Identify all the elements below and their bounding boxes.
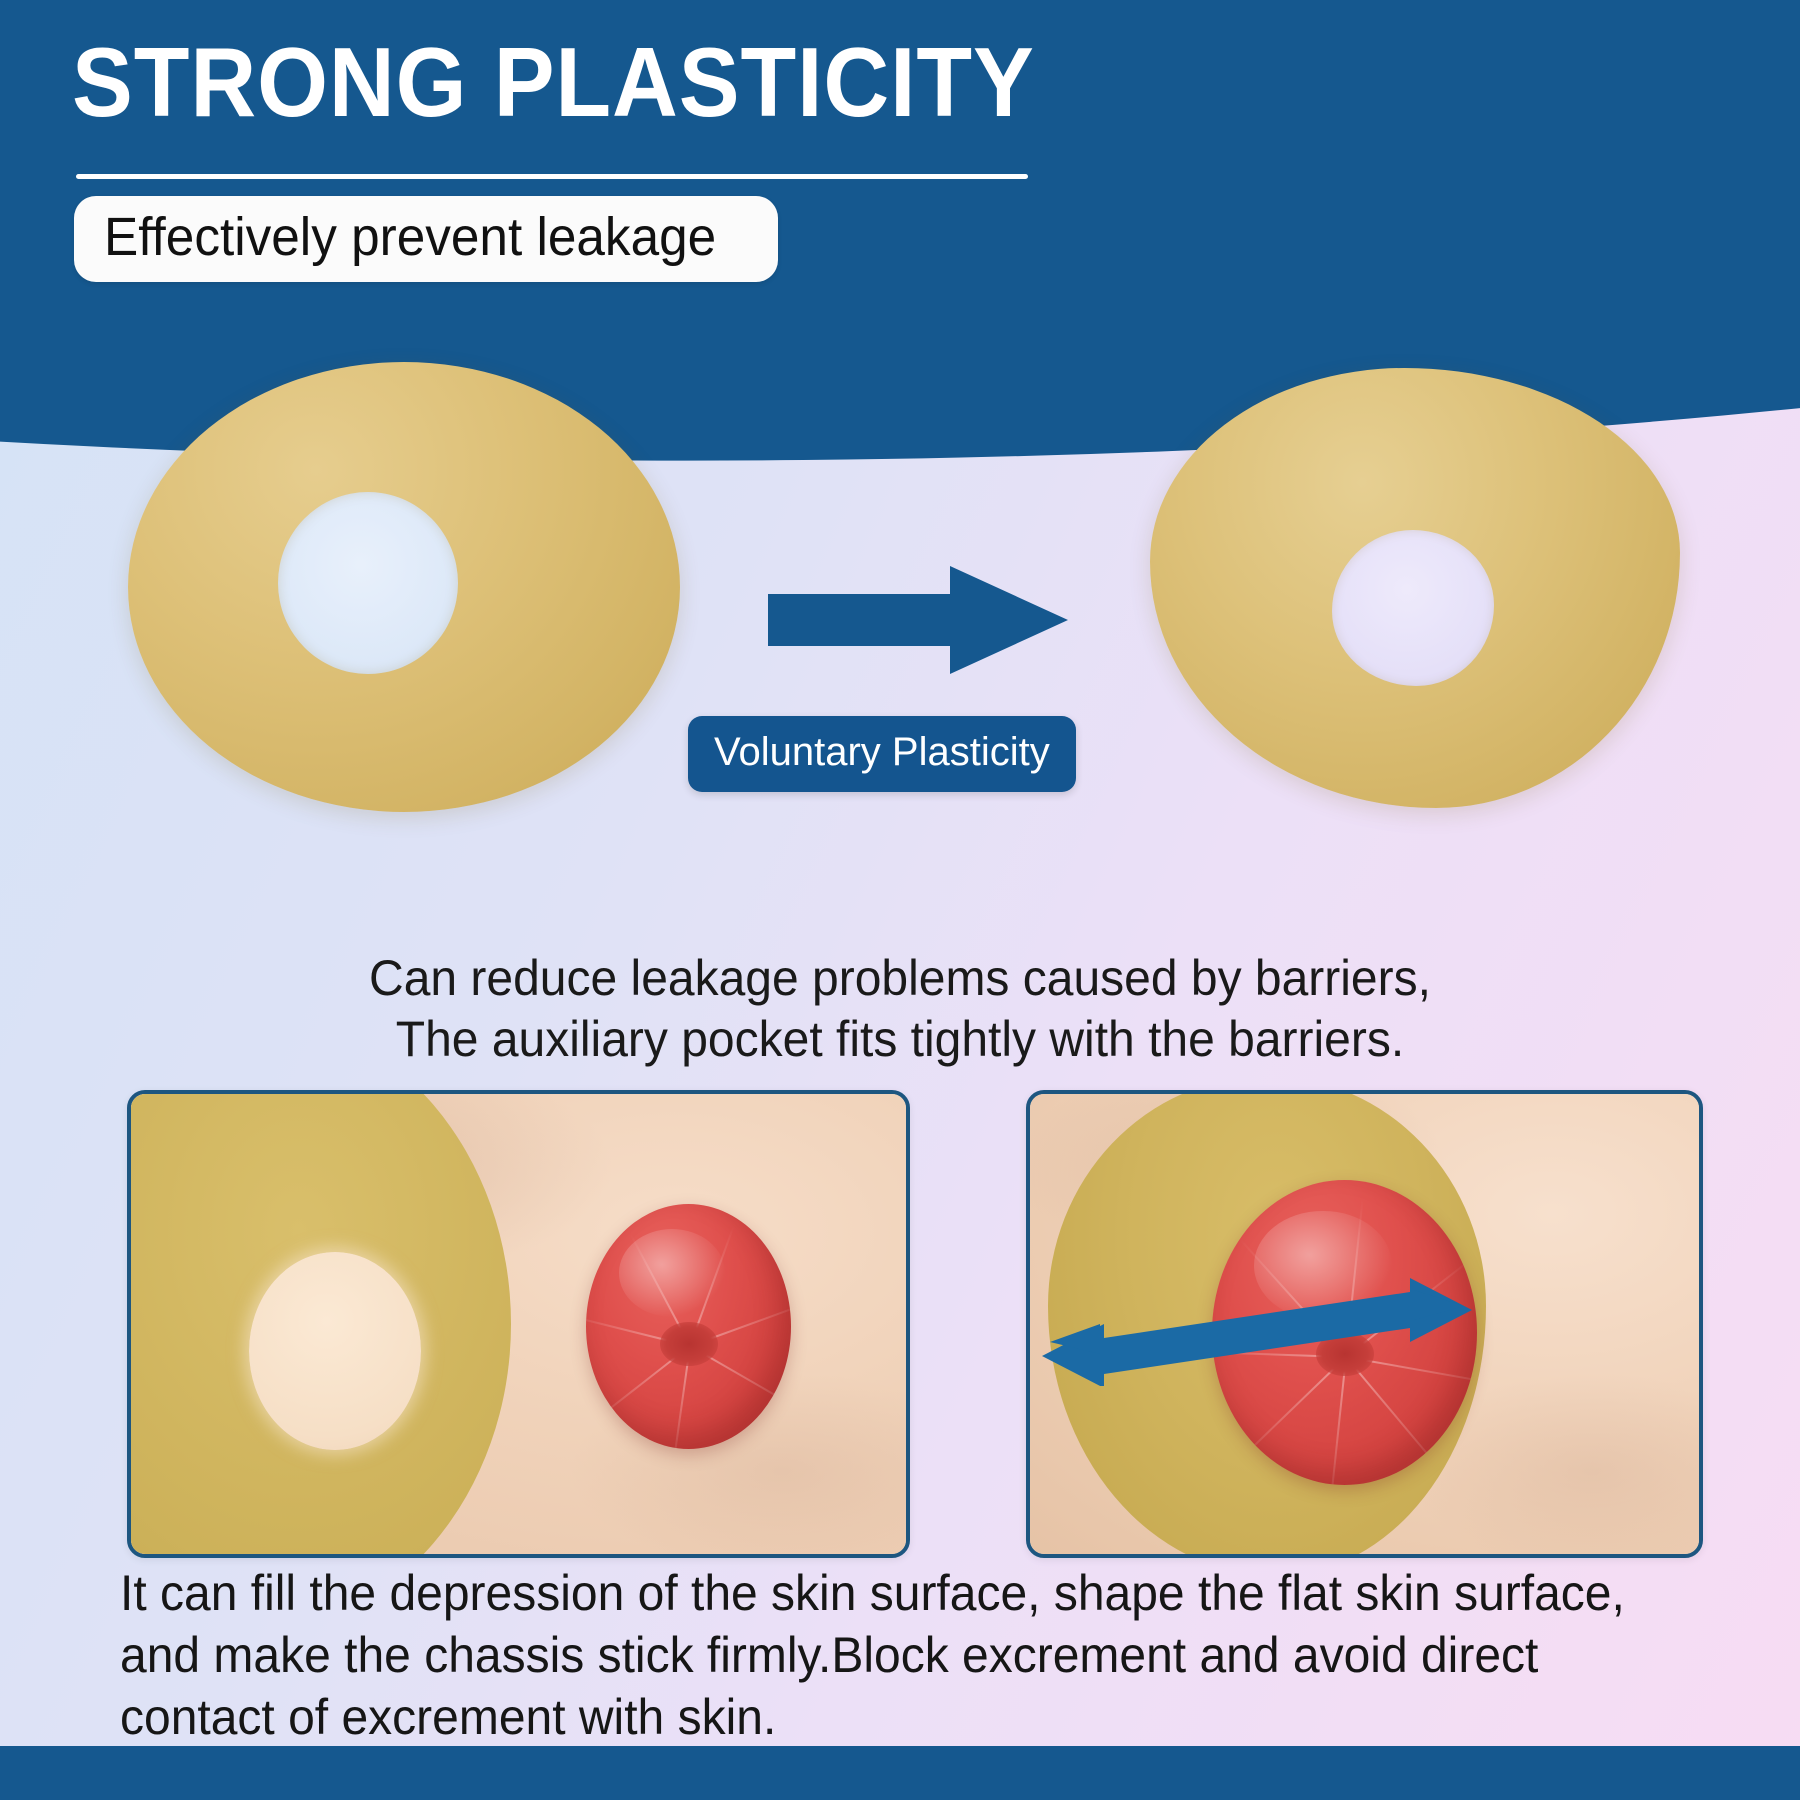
- right-arrow-icon: [768, 560, 1068, 680]
- double-headed-arrow-icon: [1042, 1276, 1472, 1388]
- mid-description-line-2: The auxiliary pocket fits tightly with t…: [395, 1011, 1405, 1067]
- molded-barrier-ring: [1150, 368, 1680, 808]
- ring-center-hole: [278, 492, 458, 674]
- bottom-description: It can fill the depression of the skin s…: [120, 1562, 1720, 1748]
- stoma-highlight: [618, 1228, 726, 1317]
- voluntary-plasticity-badge: Voluntary Plasticity: [688, 716, 1076, 792]
- ring-center-hole: [1332, 530, 1494, 686]
- badge-label: Voluntary Plasticity: [714, 730, 1050, 774]
- barrier-fitted-around-stoma-photo: [1026, 1090, 1703, 1558]
- title-divider: [76, 174, 1028, 179]
- round-barrier-ring: [128, 362, 680, 812]
- wafer-hole: [249, 1252, 421, 1450]
- stoma-model: [586, 1204, 791, 1449]
- subtitle-text: Effectively prevent leakage: [104, 207, 717, 267]
- bottom-description-line-3: contact of excrement with skin.: [120, 1689, 777, 1745]
- mid-description-line-1: Can reduce leakage problems caused by ba…: [369, 950, 1431, 1006]
- footer-bar: [0, 1746, 1800, 1800]
- bottom-description-line-1: It can fill the depression of the skin s…: [120, 1565, 1625, 1621]
- barrier-before-application-photo: [127, 1090, 910, 1558]
- bottom-description-line-2: and make the chassis stick firmly.Block …: [120, 1627, 1539, 1683]
- page-title: STRONG PLASTICITY: [72, 27, 1035, 137]
- stoma-opening: [659, 1321, 718, 1366]
- mid-description: Can reduce leakage problems caused by ba…: [0, 948, 1800, 1070]
- barrier-wafer: [131, 1094, 511, 1554]
- subtitle-pill: Effectively prevent leakage: [74, 196, 779, 282]
